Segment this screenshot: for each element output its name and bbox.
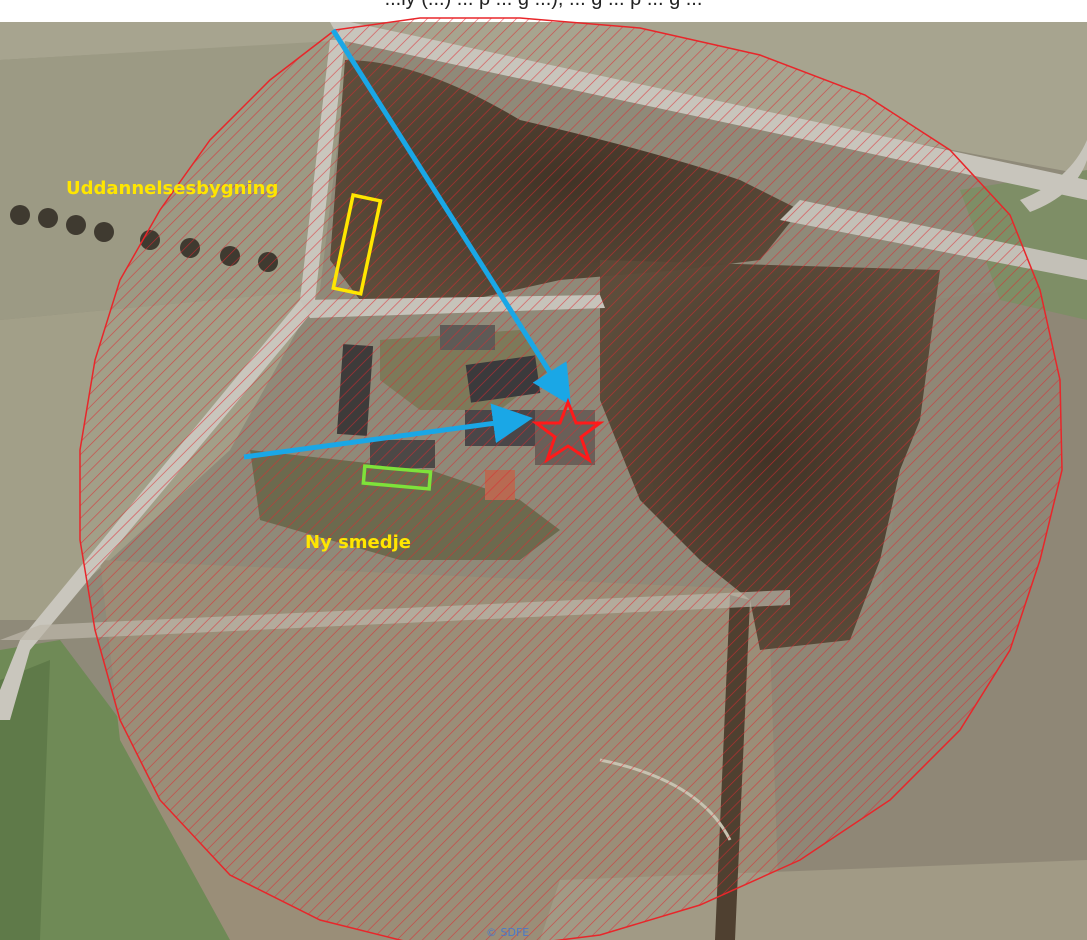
education-building-outline[interactable] [331, 193, 383, 296]
buffer-zone-polygon [79, 17, 1063, 940]
attribution-text: © SDFE [486, 926, 529, 939]
new-smithy-label: Ny smedje [305, 532, 411, 553]
west-arrow-icon [243, 403, 533, 460]
new-smithy-outline[interactable] [361, 464, 433, 491]
education-building-label: Uddannelsesbygning [66, 178, 278, 199]
north-arrow-icon [330, 28, 572, 406]
caption-text: ...ly (...) ... p ... g ...), ... g ... … [0, 0, 1087, 11]
star-icon[interactable] [531, 397, 605, 464]
caption-strip: ...ly (...) ... p ... g ...), ... g ... … [0, 0, 1087, 22]
